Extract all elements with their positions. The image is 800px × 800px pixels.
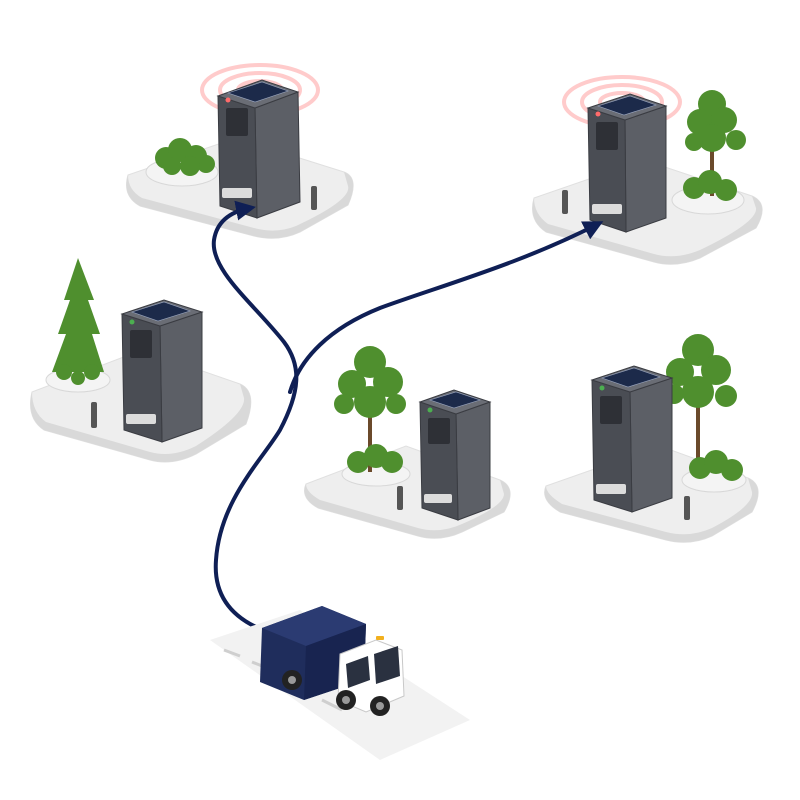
deposit-slot xyxy=(226,108,248,136)
bollard xyxy=(684,496,690,520)
side-window xyxy=(346,656,370,688)
pedal xyxy=(596,484,626,494)
smart-bin xyxy=(590,365,674,513)
deposit-slot xyxy=(600,396,622,424)
status-light xyxy=(427,407,433,413)
deposit-slot xyxy=(596,122,618,150)
pedal xyxy=(424,494,452,503)
solar-panel-icon xyxy=(597,95,657,116)
status-light xyxy=(225,97,231,103)
bin-station-center xyxy=(304,346,511,539)
solar-panel-icon xyxy=(227,81,289,103)
cab-beacon xyxy=(376,636,384,640)
route-to-top-left-bin xyxy=(211,200,299,634)
bin-station-top-left xyxy=(126,63,354,239)
status-light xyxy=(599,385,605,391)
bin-station-top-right xyxy=(532,75,763,265)
pedal xyxy=(126,414,156,424)
pedal xyxy=(592,204,622,214)
garbage-truck xyxy=(210,606,470,760)
solar-panel-icon xyxy=(429,391,481,409)
collection-route xyxy=(211,200,604,634)
bollard xyxy=(311,186,317,210)
bin-station-middle-right xyxy=(544,334,759,543)
bollard xyxy=(562,190,568,214)
solar-panel-icon xyxy=(131,301,191,322)
deposit-slot xyxy=(130,330,152,358)
deposit-slot xyxy=(428,418,450,444)
bin-station-middle-left xyxy=(30,258,252,463)
status-light xyxy=(595,111,601,117)
smart-bin xyxy=(216,79,301,219)
platform-edge xyxy=(304,480,511,539)
solar-panel-icon xyxy=(601,367,661,388)
truck-icon xyxy=(260,606,405,716)
platform-edge xyxy=(126,172,354,239)
platform-edge xyxy=(544,478,759,543)
smart-bin xyxy=(418,389,492,521)
bollard xyxy=(397,486,403,510)
pedal xyxy=(222,188,252,198)
conifer-icon xyxy=(52,258,104,385)
tree-icon xyxy=(664,334,743,481)
shrub-icon xyxy=(155,138,215,176)
bollard xyxy=(91,402,97,428)
smart-bin xyxy=(586,93,668,233)
tree-icon xyxy=(683,90,746,201)
route-to-top-right-bin xyxy=(288,221,604,394)
smart-bin xyxy=(120,299,204,443)
status-light xyxy=(129,319,135,325)
tree-icon xyxy=(334,346,406,473)
windshield xyxy=(374,646,400,684)
